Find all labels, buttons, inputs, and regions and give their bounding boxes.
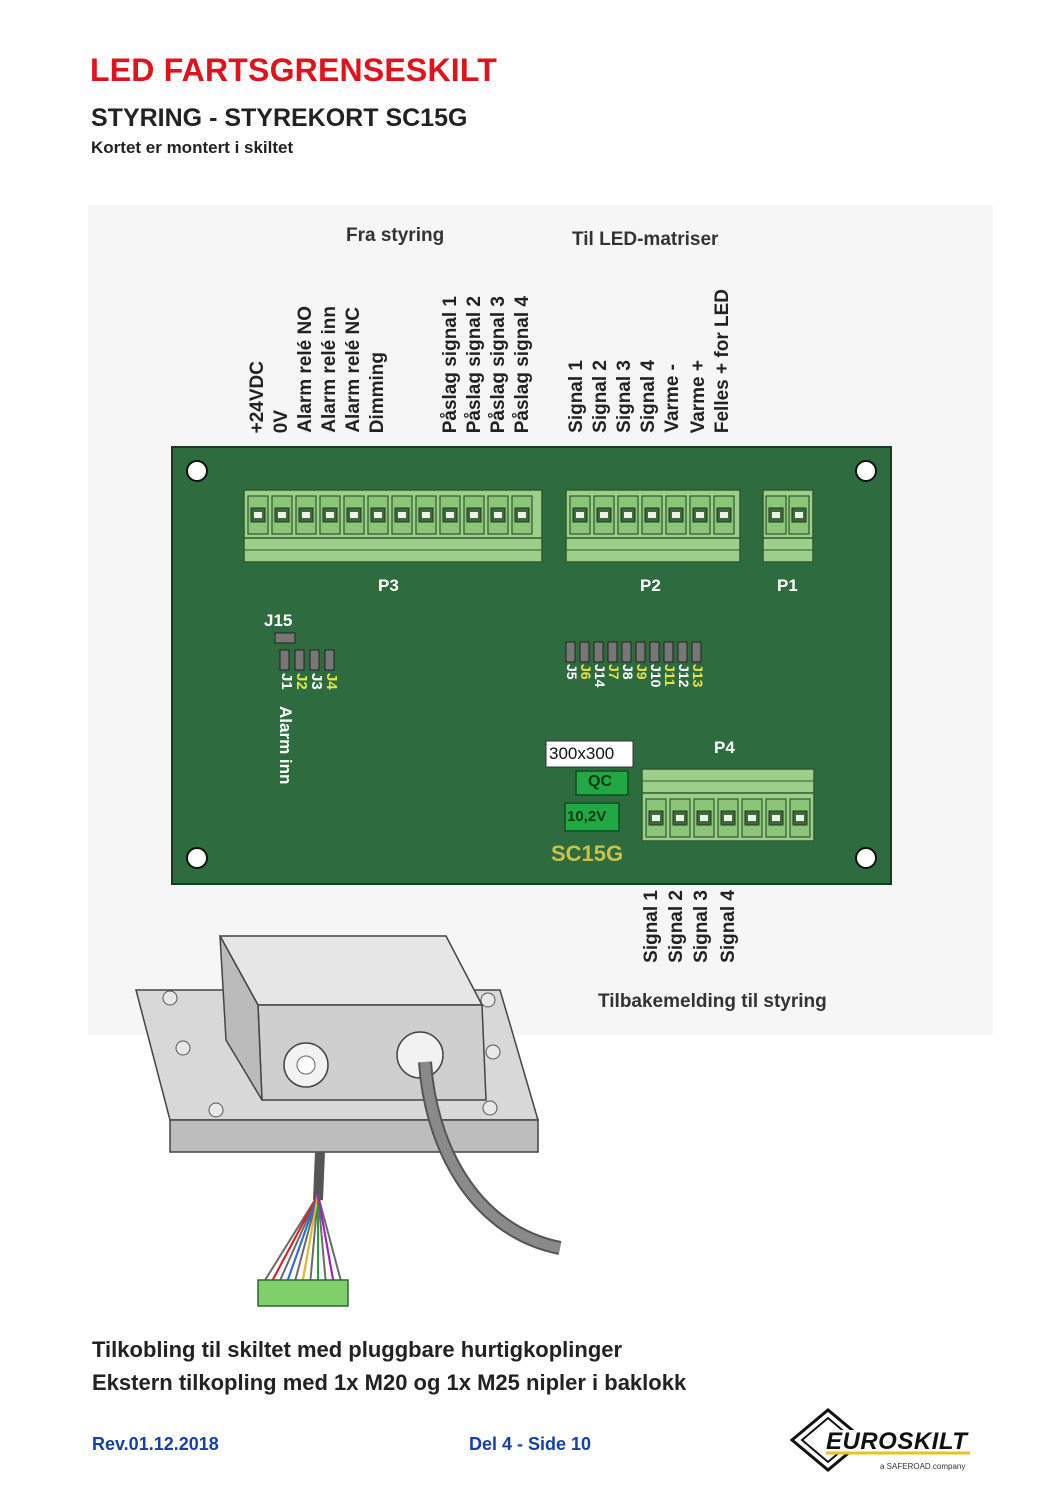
jumper-label-j15: J15 (264, 611, 293, 630)
connector-p3 (243, 489, 543, 563)
footer-revision: Rev.01.12.2018 (92, 1434, 219, 1454)
body-line-2: Ekstern tilkopling med 1x M20 og 1x M25 … (92, 1370, 687, 1395)
body-line-1: Tilkobling til skiltet med pluggbare hur… (92, 1337, 623, 1362)
connector-label-p2: P2 (640, 576, 661, 595)
voltage-box (564, 802, 620, 832)
group-label-from: Fra styring (346, 225, 445, 246)
jumper-label-j13: J13 (690, 664, 706, 688)
jumper-label-j5: J5 (564, 664, 580, 680)
jumper-label-j10: J10 (648, 664, 664, 688)
feedback-label: Tilbakemelding til styring (598, 991, 827, 1012)
alarm-label: Alarm inn (276, 706, 295, 785)
logo-text: EUROSKILT (826, 1428, 968, 1455)
jumper-label-j3: J3 (308, 673, 325, 690)
connector-p2 (565, 489, 741, 563)
page-title: LED FARTSGRENSESKILT (90, 52, 497, 88)
jumper-label-j2: J2 (293, 673, 310, 690)
euroskilt-logo (789, 1408, 970, 1472)
jumper-block-mid (565, 641, 702, 663)
mounting-hole (186, 460, 208, 482)
p4-label: Signal 3 (691, 890, 712, 963)
qc-box (575, 770, 629, 796)
logo-subtext: a SAFEROAD company (880, 1462, 966, 1471)
connector-p4 (641, 768, 815, 842)
jumper-label-j6: J6 (578, 664, 594, 680)
size-box (545, 740, 634, 768)
enclosure-illustration (135, 935, 562, 1307)
connector-p1 (762, 489, 814, 563)
jumper-j15 (274, 632, 296, 644)
jumper-label-j11: J11 (662, 664, 678, 687)
p4-label: Signal 2 (666, 890, 687, 963)
jumper-label-j8: J8 (620, 664, 636, 680)
qc-label: QC (588, 773, 612, 790)
size-label: 300x300 (549, 744, 615, 763)
jumper-label-j12: J12 (676, 664, 692, 688)
jumper-label-j1: J1 (278, 673, 295, 690)
connector-label-p4: P4 (714, 738, 735, 757)
voltage-label: 10,2V (567, 808, 607, 825)
page-subtitle: STYRING - STYREKORT SC15G (91, 104, 468, 132)
jumper-label-j7: J7 (606, 664, 622, 680)
jumper-label-j14: J14 (592, 664, 608, 688)
page-note: Kortet er montert i skiltet (91, 138, 294, 157)
jumper-block-left (279, 649, 335, 671)
p4-label: Signal 4 (718, 890, 739, 963)
mounting-hole (855, 847, 877, 869)
jumper-label-j4: J4 (323, 673, 340, 690)
jumper-label-j9: J9 (634, 664, 650, 680)
footer-page: Del 4 - Side 10 (469, 1434, 592, 1454)
group-label-to: Til LED-matriser (572, 229, 719, 250)
connector-label-p3: P3 (378, 576, 399, 595)
board-model-label: SC15G (551, 841, 624, 866)
connector-label-p1: P1 (777, 576, 798, 595)
mounting-hole (186, 847, 208, 869)
p4-label: Signal 1 (641, 890, 662, 963)
mounting-hole (855, 460, 877, 482)
